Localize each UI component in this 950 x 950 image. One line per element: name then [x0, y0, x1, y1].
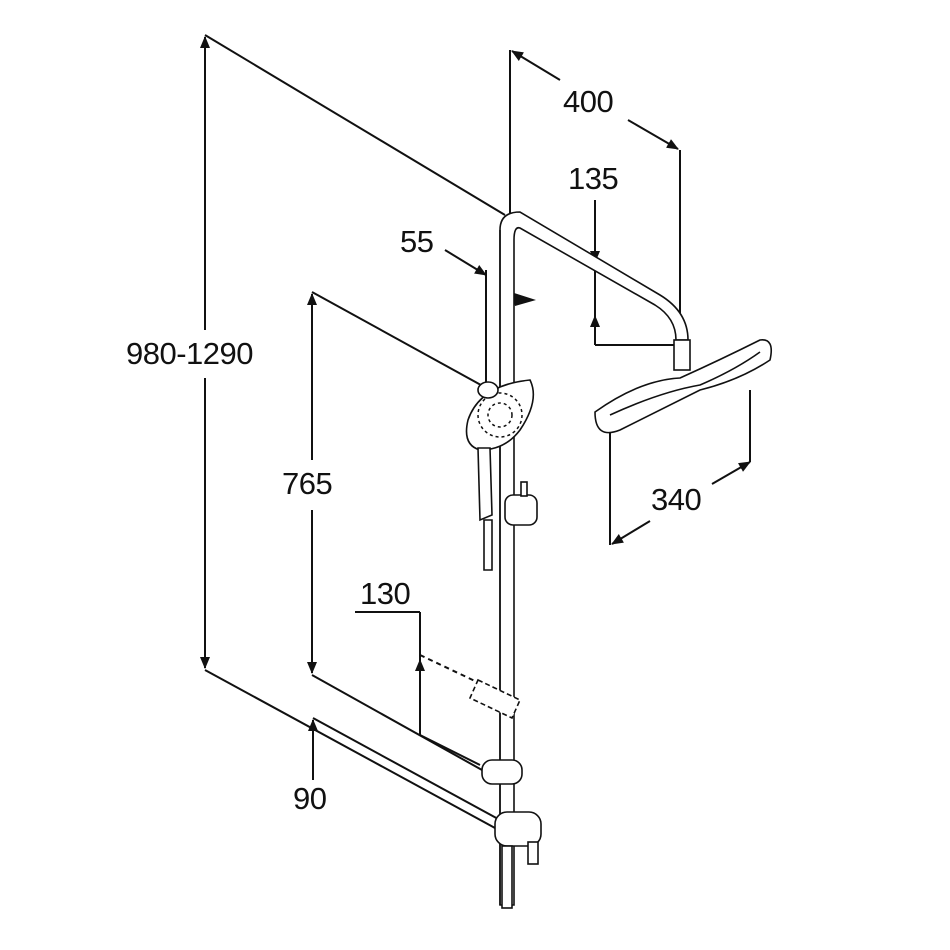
arm-length-label: 400: [563, 84, 614, 119]
overhead-shower-head: [594, 339, 773, 434]
bar-fittings: [468, 481, 542, 909]
bar-height-label: 765: [282, 466, 333, 501]
hand-shower: [465, 379, 535, 571]
head-width-dimension: [609, 390, 751, 545]
hand-shower-offset-dimension: [444, 249, 536, 385]
wall-distance-label: 90: [293, 781, 327, 816]
bar-height-dimension: [307, 291, 491, 771]
head-drop-label: 135: [568, 161, 619, 196]
head-width-label: 340: [651, 482, 702, 517]
total-height-label: 980-1290: [126, 336, 254, 371]
total-height-dimension: [200, 34, 506, 829]
hand-shower-offset-label: 55: [400, 224, 434, 259]
wall-distance-dimension: [308, 717, 501, 821]
arm-length-dimension: [509, 50, 681, 340]
shelf-offset-label: 130: [360, 576, 411, 611]
shelf-offset-dimension: [355, 611, 516, 766]
